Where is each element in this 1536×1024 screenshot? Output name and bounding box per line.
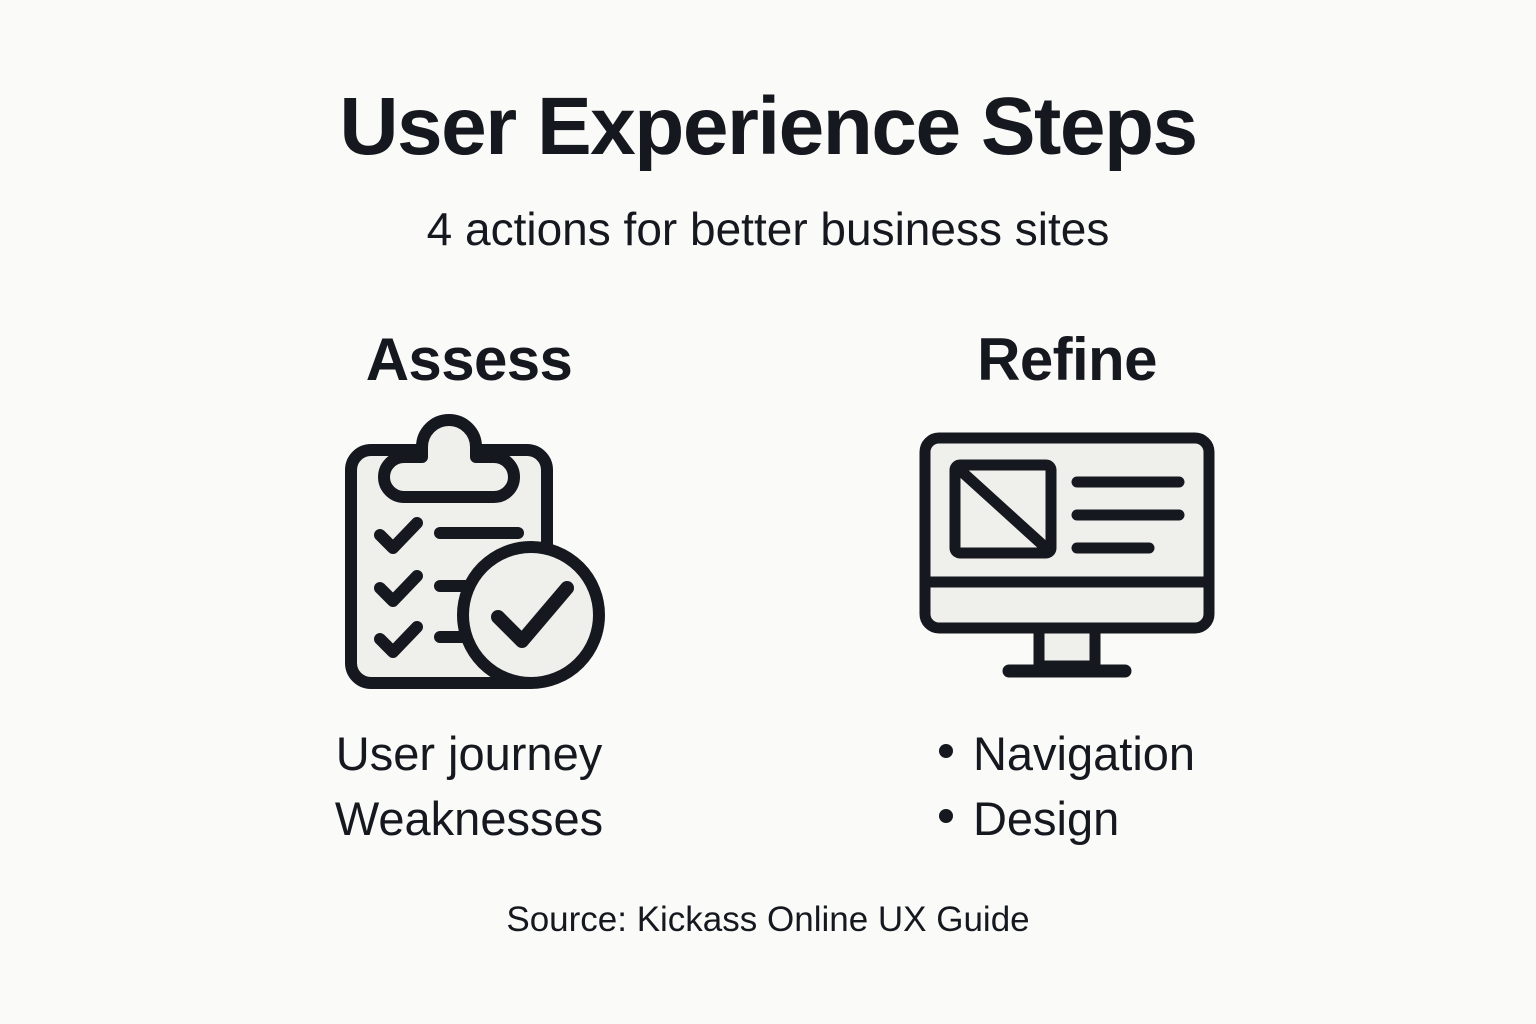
step-heading-refine: Refine [977, 326, 1157, 393]
list-item: Design [938, 791, 1120, 846]
check-badge-check [491, 581, 574, 648]
source-attribution: Source: Kickass Online UX Guide [506, 900, 1030, 939]
step-column-assess: Assess [204, 330, 734, 845]
checklist-check-3 [374, 621, 423, 658]
list-item-label: User journey [335, 727, 603, 780]
header: User Experience Steps 4 actions for bett… [0, 81, 1536, 255]
list-item-label: Design [972, 791, 1120, 845]
page-title: User Experience Steps [339, 81, 1198, 172]
refine-items-list: Navigation Design [938, 727, 1196, 846]
step-column-refine: Refine [802, 330, 1332, 845]
desktop-monitor-icon [917, 424, 1217, 694]
monitor-image-diagonal [954, 464, 1052, 554]
list-item-label: Weaknesses [334, 791, 604, 845]
monitor-stand-neck [1033, 622, 1101, 672]
clipboard-clip [378, 414, 520, 503]
desktop-monitor-glyph [919, 432, 1215, 678]
list-item-label: Navigation [972, 727, 1196, 780]
steps-container: Assess [0, 330, 1536, 845]
assess-items-list: User journey Weaknesses [334, 727, 604, 846]
checklist-check-2 [374, 570, 423, 607]
checklist-check-1 [374, 517, 423, 554]
check-badge-circle [457, 541, 605, 689]
clipboard-checklist-icon [324, 414, 614, 694]
bullet-icon [938, 744, 953, 758]
step-heading-assess: Assess [365, 326, 573, 393]
list-item: User journey [335, 727, 603, 781]
clipboard-checklist-glyph [345, 414, 605, 689]
list-item: Navigation [938, 727, 1196, 781]
list-item: Weaknesses [334, 791, 604, 846]
page-subtitle: 4 actions for better business sites [426, 203, 1110, 255]
bullet-icon [938, 808, 953, 823]
